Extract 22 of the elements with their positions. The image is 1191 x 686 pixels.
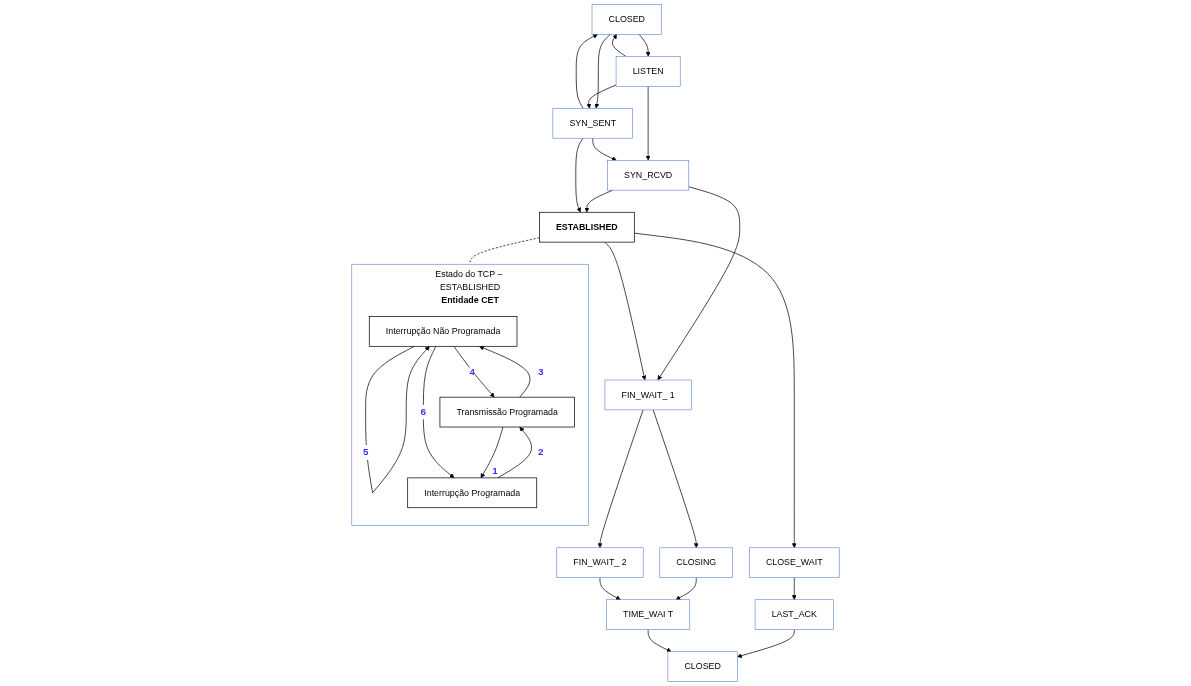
node-box: LAST_ACK	[754, 599, 834, 630]
node-box: SYN_SENT	[552, 108, 633, 139]
node-box: LISTEN	[615, 56, 681, 87]
node-box: FIN_WAIT_ 1	[604, 379, 692, 411]
node-box: TIME_WAI T	[606, 599, 691, 630]
edge-label: 5	[362, 446, 369, 458]
edge-label: 2	[538, 446, 544, 458]
node-box: FIN_WAIT_ 2	[556, 547, 644, 578]
arrow	[365, 345, 430, 494]
node-box: ESTABLISHED	[539, 211, 635, 243]
edge-label: 6	[420, 406, 427, 418]
node-box: CLOSED	[591, 4, 662, 35]
edge-label: 3	[538, 365, 544, 377]
node-box: SYN_RCVD	[607, 160, 690, 191]
node-box: Transmissão Programada	[439, 396, 575, 428]
node-box: Interrupção Não Programada	[368, 316, 518, 347]
node-box: Interrupção Programada	[407, 477, 538, 509]
edge-label: 1	[492, 465, 498, 477]
node-box: CLOSED	[667, 651, 738, 682]
node-box: CLOSE_WAIT	[749, 547, 840, 578]
edge-label: 4	[469, 365, 475, 377]
node-box: CLOSING	[659, 547, 734, 578]
